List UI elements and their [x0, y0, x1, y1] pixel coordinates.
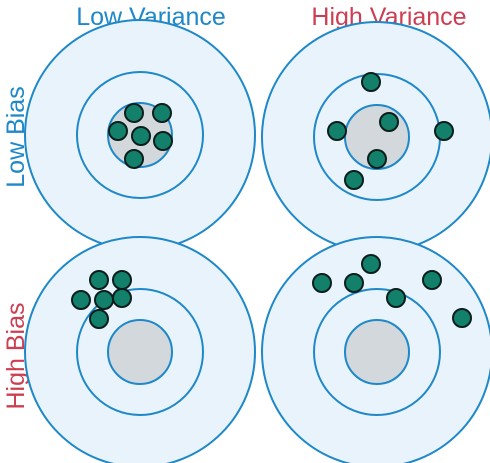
shot-dot: [124, 149, 144, 169]
shot-dot: [124, 103, 144, 123]
shot-dot: [434, 121, 454, 141]
shot-dot: [361, 72, 381, 92]
target-low-bias-high-variance: [261, 21, 490, 253]
shot-dot: [152, 103, 172, 123]
shot-dot: [112, 270, 132, 290]
shot-dot: [112, 288, 132, 308]
shot-dot: [327, 121, 347, 141]
target-low-bias-low-variance: [24, 19, 256, 251]
shot-dot: [344, 170, 364, 190]
shot-dot: [422, 270, 442, 290]
shot-dot: [108, 121, 128, 141]
shot-dot: [379, 112, 399, 132]
shot-dot: [71, 290, 91, 310]
target-high-bias-low-variance: [24, 236, 256, 463]
shot-dot: [94, 290, 114, 310]
target-high-bias-high-variance: [261, 236, 490, 463]
shot-dot: [312, 273, 332, 293]
shot-dot: [452, 308, 472, 328]
shot-dot: [367, 149, 387, 169]
shot-dot: [361, 254, 381, 274]
shot-dot: [153, 131, 173, 151]
shot-dot: [386, 288, 406, 308]
shot-dot: [131, 126, 151, 146]
shot-dot: [89, 309, 109, 329]
bullseye: [107, 319, 173, 385]
bullseye: [344, 319, 410, 385]
shot-dot: [89, 270, 109, 290]
shot-dot: [344, 273, 364, 293]
